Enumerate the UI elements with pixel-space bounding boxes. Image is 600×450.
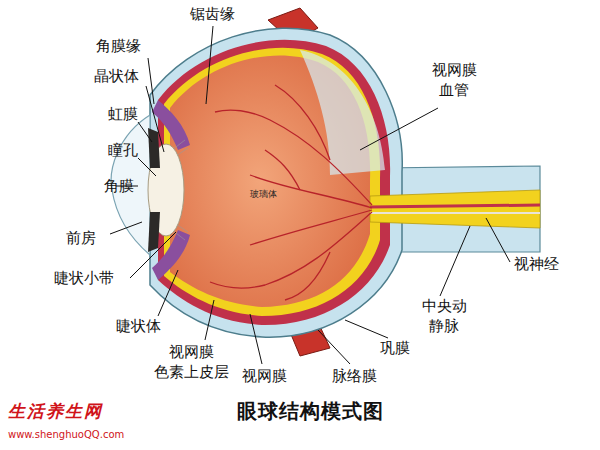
part-label: 视神经	[514, 254, 559, 274]
diagram-title: 眼球结构模式图	[237, 398, 384, 425]
part-label: 视网膜 色素上皮层	[148, 342, 234, 383]
part-label: 中央动 静脉	[418, 296, 470, 337]
part-label: 角膜缘	[96, 36, 141, 56]
watermark: 生活养生网	[8, 400, 103, 423]
part-label: 锯齿缘	[190, 4, 235, 24]
part-label: 角膜	[104, 176, 134, 196]
part-label: 视网膜	[242, 366, 287, 386]
part-label: 睫状体	[116, 316, 161, 336]
part-label: 前房	[66, 228, 96, 248]
part-label: 脉络膜	[332, 366, 377, 386]
part-label: 视网膜 血管	[428, 60, 480, 101]
part-label: 巩膜	[380, 338, 410, 358]
part-label: 虹膜	[108, 104, 138, 124]
part-label: 晶状体	[94, 66, 139, 86]
part-label: 瞳孔	[108, 140, 138, 160]
part-label: 睫状小带	[54, 268, 114, 288]
watermark: www.shenghuoQQ.com	[8, 428, 124, 442]
part-label: 玻璃体	[250, 188, 277, 200]
